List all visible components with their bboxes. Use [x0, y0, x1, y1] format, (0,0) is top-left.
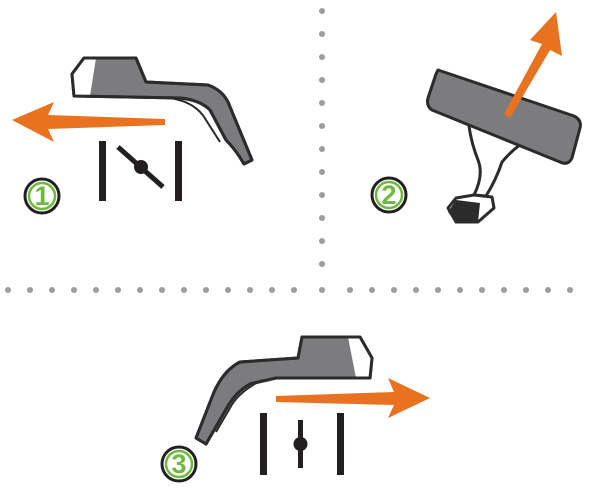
vertical-divider: [319, 8, 325, 267]
mount-lift-up-icon: [426, 68, 582, 224]
step-3-number: 3: [171, 449, 186, 479]
step-2: 2: [370, 12, 582, 224]
step-3: 3: [160, 335, 430, 483]
step-1-badge: 1: [23, 177, 61, 215]
arrow-up-right-icon: [504, 12, 562, 118]
step-3-badge: 3: [160, 445, 198, 483]
step-1: 1: [12, 56, 254, 215]
lever-pull-left-icon: [70, 56, 254, 166]
arrow-right-icon: [276, 378, 430, 418]
step-2-badge: 2: [370, 176, 408, 214]
lever-push-right-icon: [194, 335, 374, 446]
horizontal-divider: [5, 287, 573, 293]
straight-lock-indicator-icon: [260, 413, 344, 475]
step-2-number: 2: [381, 180, 396, 210]
step-1-number: 1: [34, 181, 49, 211]
tilted-lock-indicator-icon: [99, 141, 182, 201]
arrow-left-icon: [12, 102, 165, 142]
